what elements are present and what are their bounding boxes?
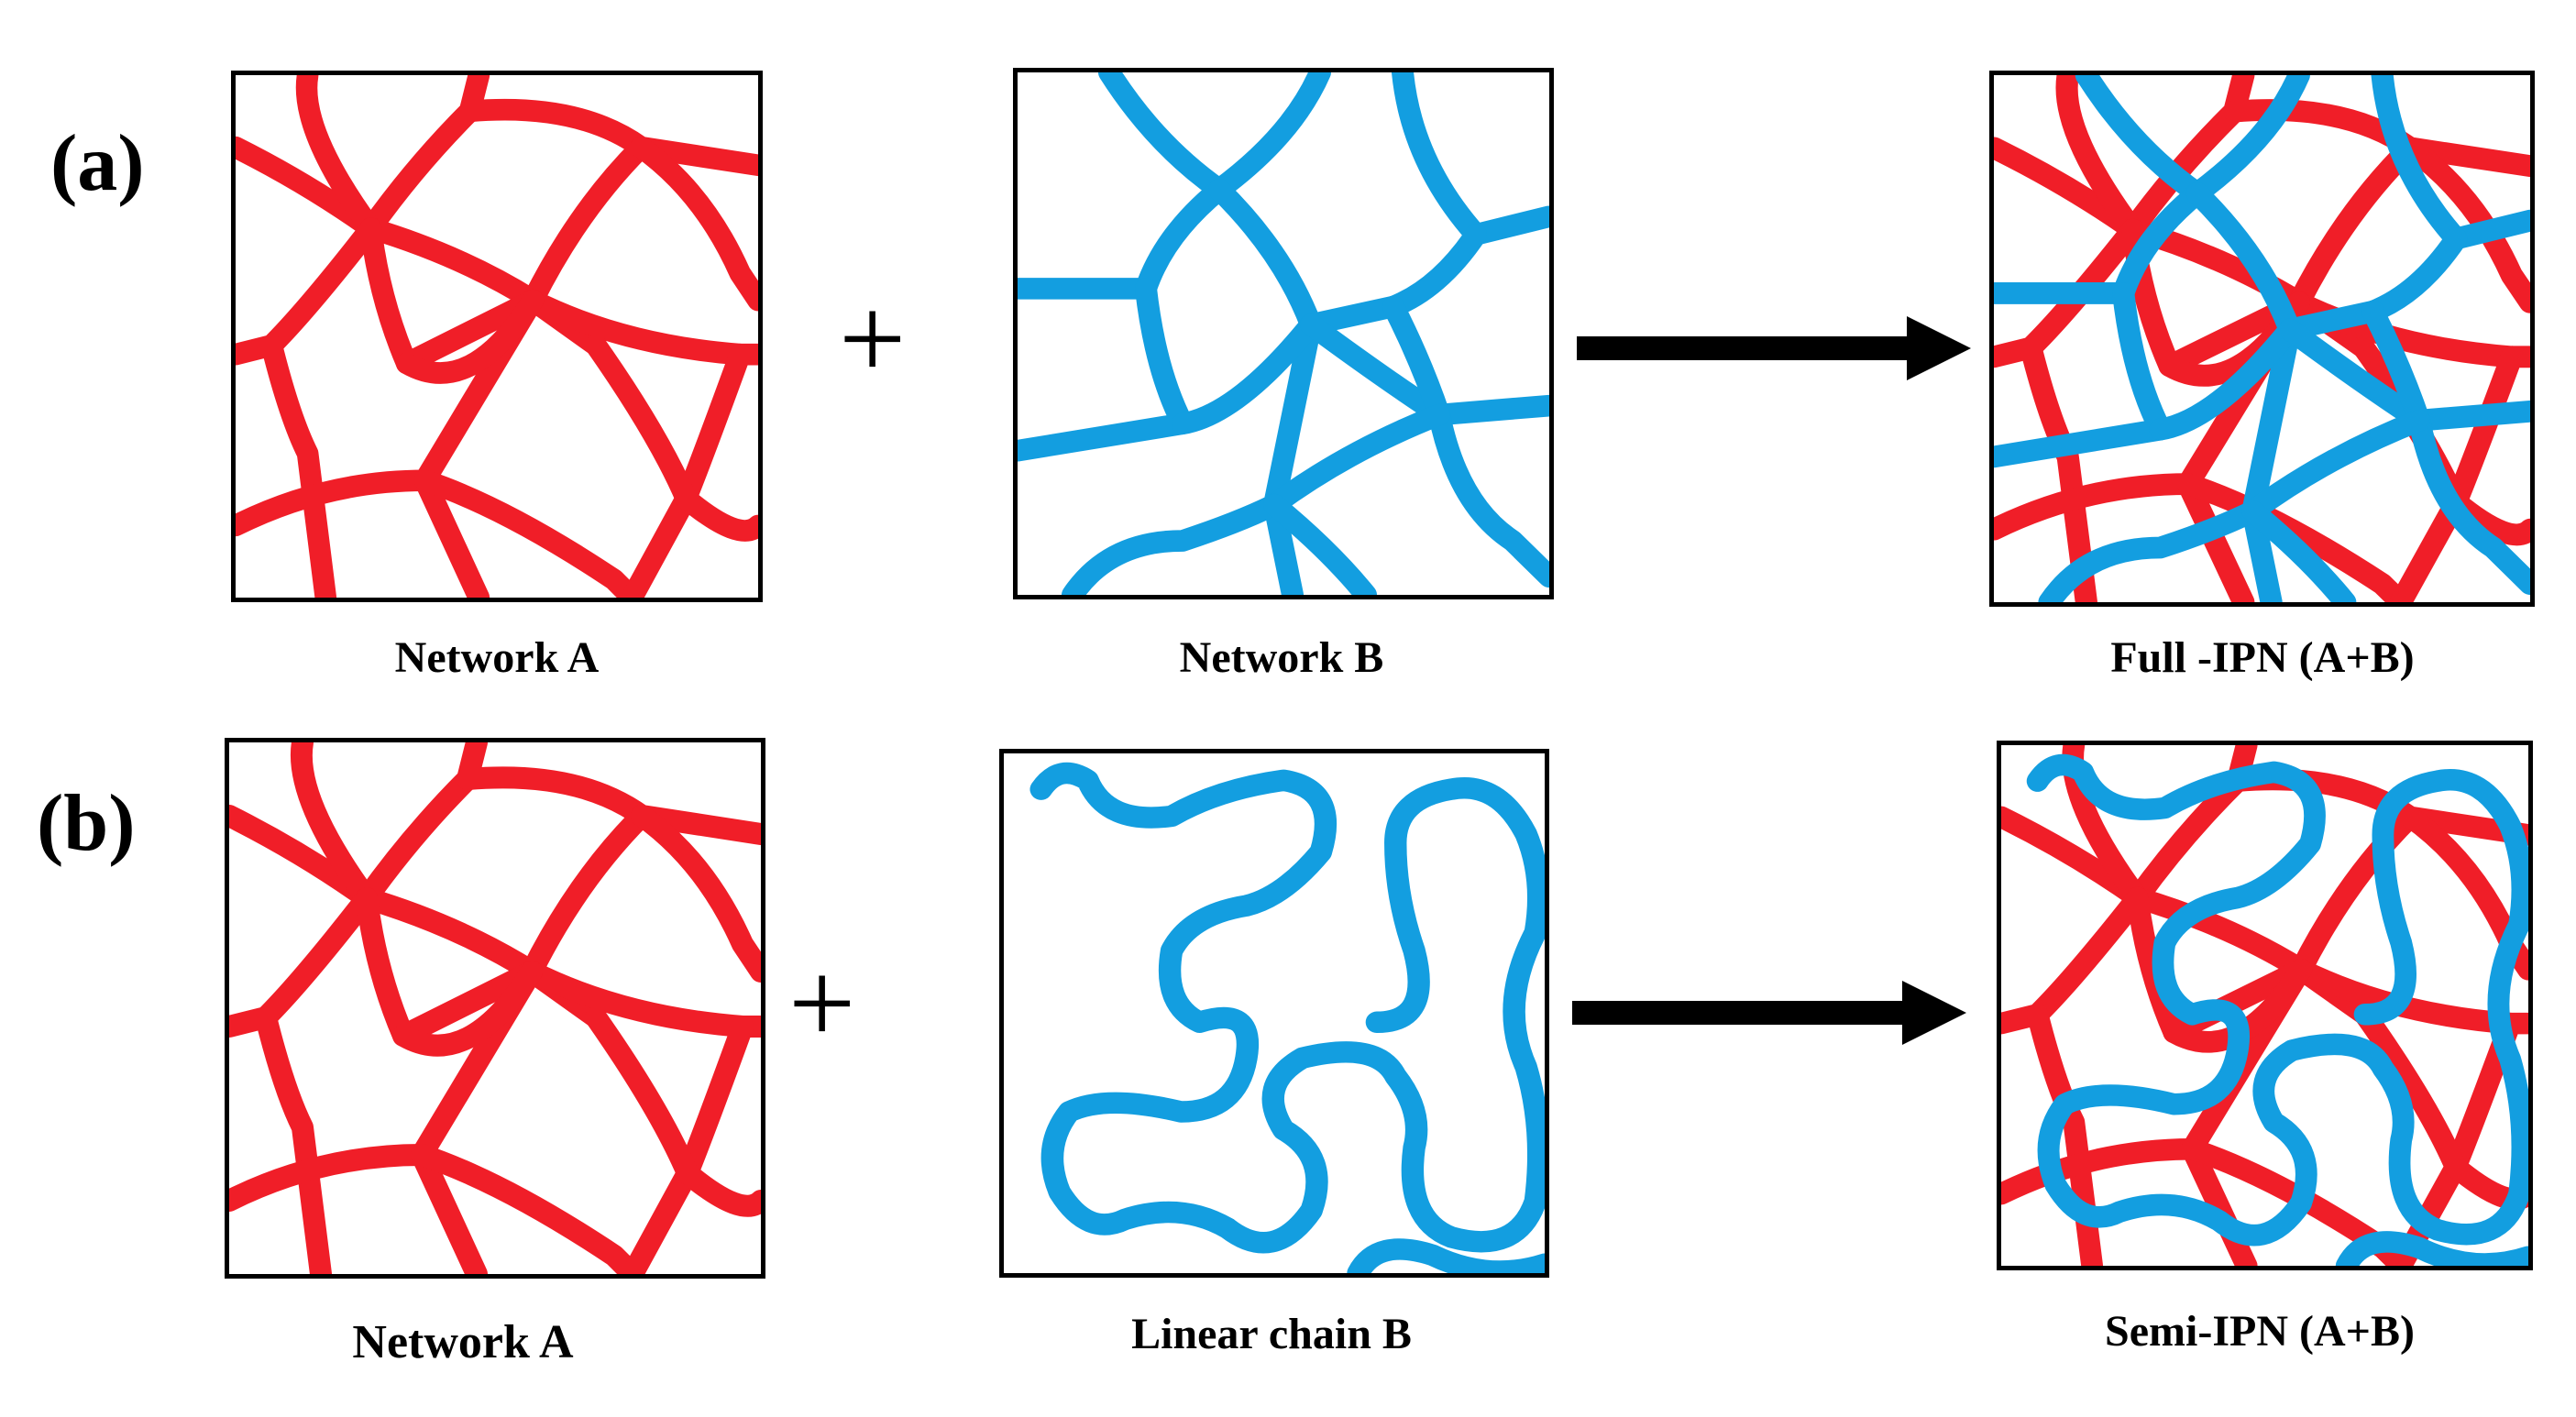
semi-ipn-caption: Semi-IPN (A+B) (2105, 1307, 2415, 1356)
network-b-diagram (1018, 72, 1549, 595)
network-a-box-row-b (225, 738, 765, 1279)
network-a-caption-row-a: Network A (394, 633, 600, 682)
linear-chain-b-caption: Linear chain B (1131, 1310, 1412, 1358)
linear-chain-b-box (999, 749, 1549, 1278)
network-b-box (1013, 68, 1554, 599)
full-ipn-box (1989, 71, 2535, 607)
reaction-arrow-row-b (1572, 981, 1966, 1045)
row-b-label: (b) (37, 779, 136, 868)
full-ipn-diagram (1994, 75, 2530, 602)
network-b-caption: Network B (1179, 633, 1384, 682)
plus-operator-row-b: + (788, 938, 856, 1070)
network-a-diagram-row-b (229, 742, 761, 1274)
network-a-caption-row-b: Network A (352, 1316, 574, 1368)
semi-ipn-box (1997, 741, 2533, 1270)
row-a-label: (a) (50, 119, 145, 208)
semi-ipn-diagram (2001, 745, 2528, 1266)
network-a-box-row-a (231, 71, 763, 602)
reaction-arrow-row-a (1577, 316, 1971, 380)
network-a-diagram (236, 75, 758, 598)
plus-operator-row-a: + (839, 273, 907, 405)
full-ipn-caption: Full -IPN (A+B) (2110, 633, 2415, 682)
linear-chain-b-diagram (1004, 753, 1545, 1273)
